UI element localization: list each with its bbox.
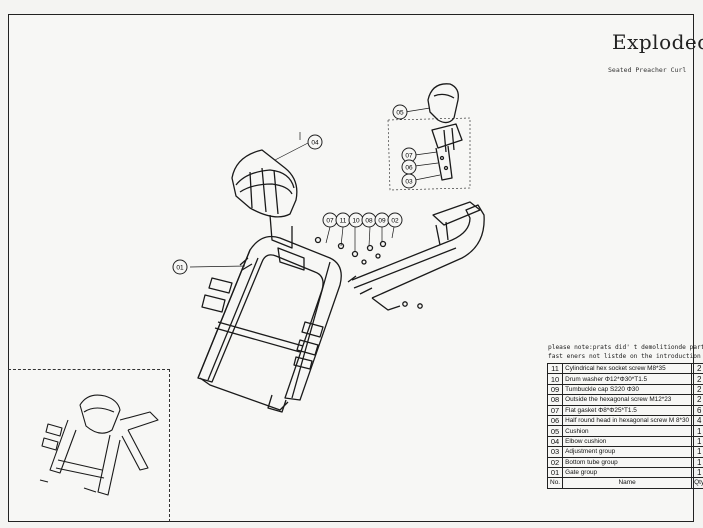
assembled-inset bbox=[39, 394, 159, 496]
parts-cell-qty: 6 bbox=[691, 404, 703, 416]
parts-cell-no: 09 bbox=[546, 383, 564, 396]
parts-cell-name: Flat gasket Φ8*Φ25*T1.5 bbox=[562, 404, 693, 416]
parts-cell-name: Half round head in hexagonal screw M 8*3… bbox=[562, 414, 693, 427]
parts-header-no: No. bbox=[546, 477, 564, 489]
callout-02: 02 bbox=[387, 212, 403, 228]
parts-cell-qty: 1 bbox=[691, 435, 703, 448]
parts-cell-no: 11 bbox=[546, 362, 564, 375]
svg-text:10: 10 bbox=[352, 218, 360, 225]
parts-cell-no: 04 bbox=[546, 435, 564, 448]
svg-text:01: 01 bbox=[176, 265, 184, 272]
leader-lines bbox=[189, 107, 441, 268]
parts-cell-qty: 2 bbox=[691, 362, 703, 375]
parts-note-line-1: please note:prats did' t demolitionde pa… bbox=[548, 344, 703, 351]
svg-text:02: 02 bbox=[391, 218, 399, 225]
parts-cell-name: Gate group bbox=[562, 466, 693, 479]
parts-cell-no: 01 bbox=[546, 466, 564, 479]
callout-06: 06 bbox=[401, 159, 417, 175]
parts-cell-no: 08 bbox=[546, 394, 564, 406]
parts-cell-name: Outside the hexagonal screw M12*23 bbox=[562, 394, 693, 406]
svg-text:06: 06 bbox=[405, 165, 413, 172]
svg-text:08: 08 bbox=[365, 218, 373, 225]
drawing-subtitle: Seated Preacher Curl bbox=[608, 66, 687, 74]
callout-08: 08 bbox=[361, 212, 377, 228]
parts-cell-qty: 1 bbox=[691, 446, 703, 458]
parts-header-qty: Qty bbox=[691, 477, 703, 489]
callout-11: 11 bbox=[335, 212, 351, 228]
svg-text:07: 07 bbox=[405, 153, 413, 160]
parts-cell-qty: 1 bbox=[691, 425, 703, 437]
callout-01: 01 bbox=[172, 259, 188, 275]
parts-header-name: Name bbox=[562, 477, 693, 489]
parts-note-line-2: fast eners not listde on the introductio… bbox=[548, 353, 701, 360]
parts-cell-no: 03 bbox=[546, 446, 564, 458]
assembled-view-frame bbox=[8, 369, 170, 522]
gate-frame bbox=[197, 235, 342, 413]
parts-cell-qty: 2 bbox=[691, 383, 703, 396]
parts-cell-no: 07 bbox=[546, 404, 564, 416]
parts-cell-no: 05 bbox=[546, 425, 564, 437]
drawing-title: Exploded bbox=[612, 30, 703, 54]
parts-cell-qty: 1 bbox=[691, 456, 703, 468]
callout-10: 10 bbox=[348, 212, 364, 228]
detail-box bbox=[387, 117, 471, 191]
parts-cell-name: Cushion bbox=[562, 425, 693, 437]
parts-cell-qty: 2 bbox=[691, 394, 703, 406]
svg-text:11: 11 bbox=[340, 218, 347, 225]
parts-cell-name: Drum washer Φ12*Φ30*T1.5 bbox=[562, 373, 693, 385]
callout-05: 05 bbox=[392, 104, 408, 120]
parts-cell-no: 10 bbox=[546, 373, 564, 385]
elbow-cushion bbox=[231, 149, 305, 271]
callout-04: 04 bbox=[307, 134, 323, 150]
parts-cell-name: Elbow cushion bbox=[562, 435, 693, 448]
svg-text:09: 09 bbox=[378, 218, 386, 225]
parts-cell-name: Tumbuckle cap S220 Φ30 bbox=[562, 383, 693, 396]
parts-note: please note:prats did' t demolitionde pa… bbox=[548, 343, 703, 361]
parts-cell-qty: 2 bbox=[691, 373, 703, 385]
callout-09: 09 bbox=[374, 212, 390, 228]
parts-cell-name: Cylindrical hex socket screw M8*35 bbox=[562, 362, 693, 375]
svg-text:03: 03 bbox=[405, 179, 413, 186]
svg-text:04: 04 bbox=[311, 140, 319, 147]
callout-03: 03 bbox=[401, 173, 417, 189]
svg-text:07: 07 bbox=[326, 218, 334, 225]
parts-cell-no: 02 bbox=[546, 456, 564, 468]
parts-cell-no: 06 bbox=[546, 414, 564, 427]
parts-cell-qty: 1 bbox=[691, 466, 703, 479]
callout-07: 07 bbox=[322, 212, 338, 228]
svg-text:05: 05 bbox=[396, 110, 404, 117]
adjustment-group bbox=[427, 83, 463, 181]
parts-cell-name: Bottom tube group bbox=[562, 456, 693, 468]
parts-cell-qty: 4 bbox=[691, 414, 703, 427]
parts-cell-name: Adjustment group bbox=[562, 446, 693, 458]
bottom-tube bbox=[347, 201, 485, 311]
